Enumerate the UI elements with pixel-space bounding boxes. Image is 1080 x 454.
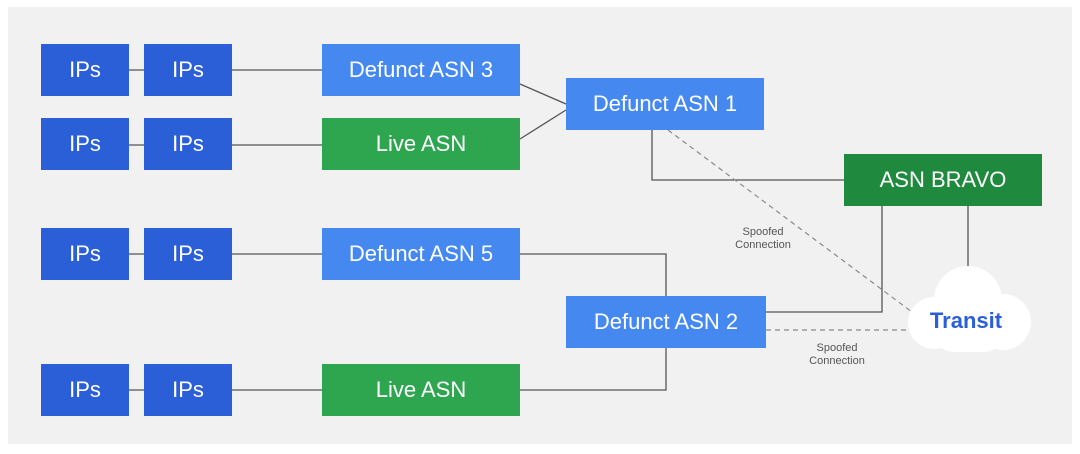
note-line: Spoofed — [816, 342, 858, 354]
link-asn2-bravo — [766, 205, 883, 313]
defunct-asn-2-box: Defunct ASN 2 — [566, 296, 766, 348]
link-asn1-bravo — [651, 130, 844, 181]
link-asn5-asn2 — [520, 253, 667, 297]
transit-label: Transit — [929, 308, 1003, 333]
asn-bravo-box: ASN BRAVO — [844, 154, 1042, 206]
ips-box: IPs — [41, 44, 129, 96]
live-asn-top-box: Live ASN — [322, 118, 520, 170]
defunct-asn-3-box: Defunct ASN 3 — [322, 44, 520, 96]
transit-cloud-icon — [908, 266, 1031, 352]
ips-box: IPs — [41, 118, 129, 170]
defunct-asn-1-box: Defunct ASN 1 — [566, 78, 764, 130]
note-line: Spoofed — [742, 226, 784, 238]
link-asn3-asn1 — [519, 83, 567, 105]
spoofed-connection-note: Spoofed Connection — [792, 342, 882, 368]
ips-box: IPs — [144, 118, 232, 170]
defunct-asn-5-box: Defunct ASN 5 — [322, 228, 520, 280]
ips-box: IPs — [41, 364, 129, 416]
live-asn-bottom-box: Live ASN — [322, 364, 520, 416]
ips-box: IPs — [144, 44, 232, 96]
link-live-bottom-asn2 — [520, 348, 667, 391]
link-live-top-asn1 — [519, 109, 567, 140]
ips-box: IPs — [144, 364, 232, 416]
spoofed-connection-note: Spoofed Connection — [718, 226, 808, 252]
note-line: Connection — [809, 355, 865, 367]
note-line: Connection — [735, 239, 791, 251]
ips-box: IPs — [144, 228, 232, 280]
ips-box: IPs — [41, 228, 129, 280]
spoofed-link-asn1-transit — [667, 129, 913, 313]
